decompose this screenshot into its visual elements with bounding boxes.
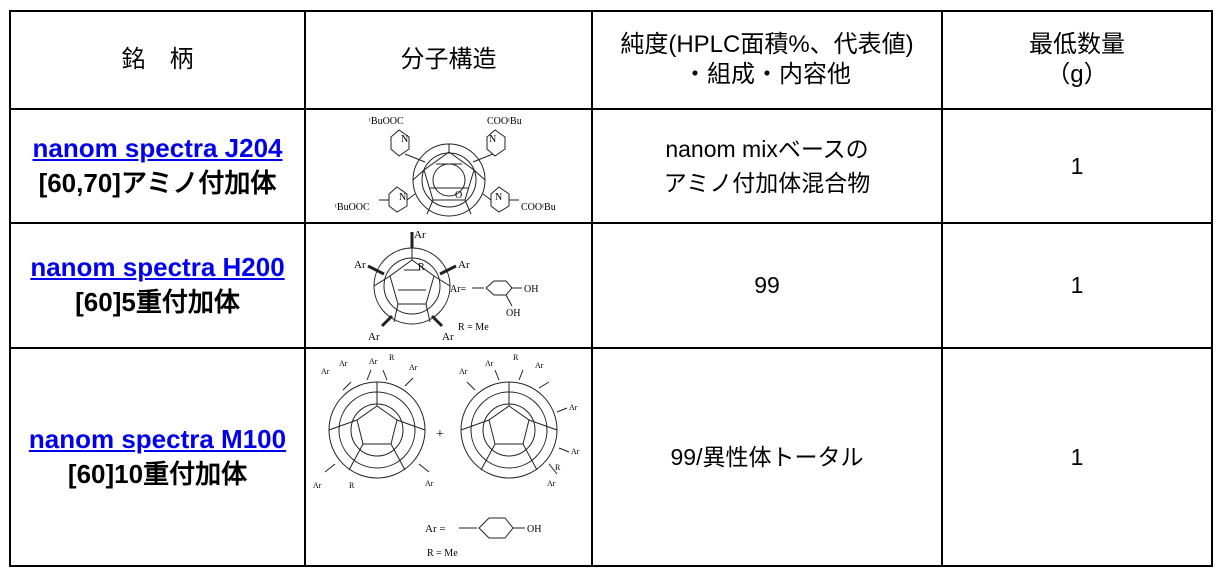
structure-label: N <box>489 134 496 145</box>
structure-label: Ar <box>414 229 426 241</box>
molecule-h200-image: Ar Ar Ar Ar Ar R Ar= OH OH R = Me <box>354 229 538 343</box>
brand-cell: nanom spectra M100 [60]10重付加体 <box>9 347 306 567</box>
purity-cell: 99 <box>591 221 943 350</box>
structure-label: Ar <box>571 447 580 456</box>
header-purity-line2: ・組成・内容他 <box>683 61 851 89</box>
min-qty-value: 1 <box>1070 152 1084 179</box>
purity-value-line1: nanom mixベースの <box>665 136 869 163</box>
structure-label: R = Me <box>458 322 489 333</box>
header-brand: 銘 柄 <box>9 9 306 111</box>
table-row: nanom spectra M100 [60]10重付加体 <box>9 347 1213 567</box>
product-link-m100[interactable]: nanom spectra M100 <box>28 424 287 455</box>
structure-label: R <box>349 481 355 490</box>
purity-value: 99/異性体トータル <box>670 444 864 471</box>
brand-cell: nanom spectra H200 [60]5重付加体 <box>9 221 306 350</box>
structure-label: Ar = <box>425 523 446 535</box>
structure-label: ᵗBuOOC <box>335 202 370 213</box>
structure-label: R = Me <box>427 548 458 559</box>
structure-label: Ar <box>354 259 366 271</box>
product-subtitle: [60]5重付加体 <box>75 287 240 318</box>
product-link-j204[interactable]: nanom spectra J204 <box>32 133 283 164</box>
product-link-h200[interactable]: nanom spectra H200 <box>30 252 285 283</box>
qty-cell: 1 <box>941 347 1213 567</box>
product-subtitle: [60,70]アミノ付加体 <box>38 168 277 199</box>
structure-label: R <box>513 353 519 362</box>
structure-label: N <box>495 192 502 203</box>
structure-label: Ar <box>569 403 578 412</box>
structure-label: O <box>455 190 462 201</box>
structure-label: N <box>399 192 406 203</box>
structure-label: COOᵗBu <box>521 202 556 213</box>
purity-cell: 99/異性体トータル <box>591 347 943 567</box>
header-structure-label: 分子構造 <box>400 46 497 74</box>
structure-label: Ar <box>313 481 322 490</box>
structure-label: Ar <box>425 479 434 488</box>
purity-value: 99 <box>754 272 780 299</box>
product-table: 銘 柄 分子構造 純度(HPLC面積%、代表値) ・組成・内容他 最低数量 （g… <box>9 9 1213 567</box>
molecule-m100-image: Ar Ar Ar R Ar Ar R Ar + Ar Ar R Ar Ar Ar… <box>313 353 580 559</box>
structure-label: OH <box>506 308 520 319</box>
structure-label: Ar <box>459 367 468 376</box>
purity-value-line2: アミノ付加体混合物 <box>663 170 871 197</box>
header-min-qty: 最低数量 （g） <box>941 9 1213 111</box>
structure-label: ᵗBuOOC <box>369 116 404 127</box>
structure-label: Ar <box>409 363 418 372</box>
product-subtitle: [60]10重付加体 <box>67 459 248 490</box>
min-qty-value: 1 <box>1070 271 1084 298</box>
table-row: nanom spectra J204 [60,70]アミノ付加体 <box>9 108 1213 224</box>
brand-cell: nanom spectra J204 [60,70]アミノ付加体 <box>9 108 306 224</box>
purity-cell: nanom mixベースの アミノ付加体混合物 <box>591 108 943 224</box>
structure-label: Ar <box>339 359 348 368</box>
structure-label: Ar <box>369 357 378 366</box>
plus-sign: + <box>436 427 444 442</box>
structure-label: COOᵗBu <box>487 116 522 127</box>
structure-label: Ar <box>485 359 494 368</box>
qty-cell: 1 <box>941 221 1213 350</box>
structure-label: OH <box>527 524 541 535</box>
molecule-j204-image: ᵗBuOOC COOᵗBu ᵗBuOOC COOᵗBu N N N N O <box>335 116 556 217</box>
structure-label: Ar <box>442 331 454 343</box>
header-min-qty-line2: （g） <box>1046 61 1108 89</box>
min-qty-value: 1 <box>1070 443 1084 470</box>
structure-label: Ar= <box>450 284 467 295</box>
qty-cell: 1 <box>941 108 1213 224</box>
structure-cell: Ar Ar Ar Ar Ar R Ar= OH OH R = Me <box>304 221 593 350</box>
structure-label: Ar <box>458 259 470 271</box>
header-row: 銘 柄 分子構造 純度(HPLC面積%、代表値) ・組成・内容他 最低数量 （g… <box>9 9 1213 111</box>
structure-cell: Ar Ar Ar R Ar Ar R Ar + Ar Ar R Ar Ar Ar… <box>304 347 593 567</box>
structure-label: Ar <box>368 331 380 343</box>
header-min-qty-line1: 最低数量 <box>1029 31 1125 59</box>
structure-label: OH <box>524 284 538 295</box>
table-row: nanom spectra H200 [60]5重付加体 <box>9 221 1213 350</box>
header-purity-line1: 純度(HPLC面積%、代表値) <box>620 31 914 59</box>
structure-cell: ᵗBuOOC COOᵗBu ᵗBuOOC COOᵗBu N N N N O <box>304 108 593 224</box>
header-purity: 純度(HPLC面積%、代表値) ・組成・内容他 <box>591 9 943 111</box>
structure-label: R <box>555 463 561 472</box>
structure-label: Ar <box>321 367 330 376</box>
header-brand-label: 銘 柄 <box>121 46 194 74</box>
structure-label: R <box>418 262 425 273</box>
structure-label: R <box>389 353 395 362</box>
header-structure: 分子構造 <box>304 9 593 111</box>
structure-label: Ar <box>535 361 544 370</box>
structure-label: N <box>401 134 408 145</box>
structure-label: Ar <box>547 479 556 488</box>
